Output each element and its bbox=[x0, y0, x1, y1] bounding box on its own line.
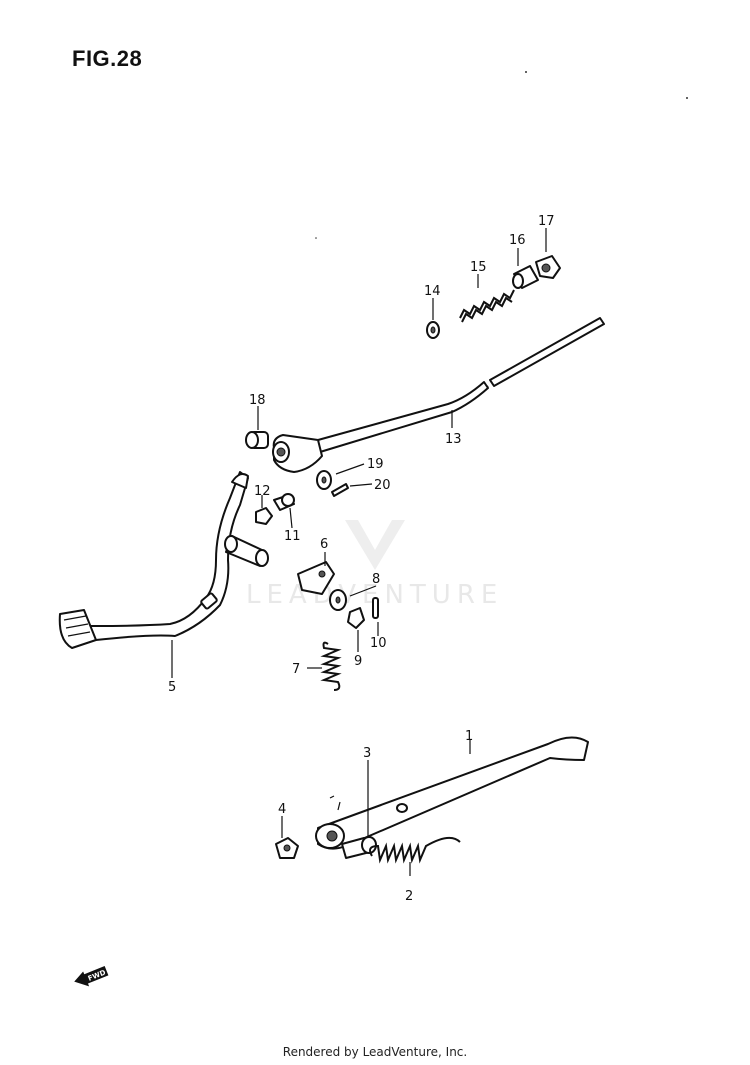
callout-5: 5 bbox=[168, 680, 176, 695]
part-4-nut bbox=[275, 837, 299, 859]
figure-title: FIG.28 bbox=[72, 46, 143, 71]
callout-7: 7 bbox=[292, 662, 300, 677]
part-3-bolt bbox=[329, 795, 377, 859]
part-2-spring bbox=[369, 836, 461, 864]
part-5-brake-pedal bbox=[58, 471, 269, 649]
part-11-bolt bbox=[273, 493, 295, 511]
part-7-spring bbox=[320, 641, 342, 691]
watermark-logo-icon bbox=[345, 520, 405, 570]
callout-10: 10 bbox=[370, 636, 387, 651]
callout-16: 16 bbox=[509, 233, 526, 248]
part-1-side-stand bbox=[315, 736, 589, 850]
callout-4: 4 bbox=[278, 802, 286, 817]
part-9-nut bbox=[347, 607, 365, 629]
part-18-pin bbox=[245, 431, 269, 449]
callout-19: 19 bbox=[367, 457, 384, 472]
part-19-washer bbox=[316, 470, 332, 490]
watermark-text: LEADVENTURE bbox=[246, 580, 504, 610]
callout-13: 13 bbox=[445, 432, 462, 447]
part-8-washer bbox=[329, 589, 347, 611]
callout-6: 6 bbox=[320, 537, 328, 552]
forward-arrow-label: FWD bbox=[87, 968, 107, 982]
callout-14: 14 bbox=[424, 284, 441, 299]
callout-20: 20 bbox=[374, 478, 391, 493]
part-16-joint bbox=[512, 265, 539, 289]
part-14-washer bbox=[426, 321, 440, 339]
callout-2: 2 bbox=[405, 889, 413, 904]
part-13-brake-rod bbox=[272, 317, 605, 473]
leader-lines bbox=[171, 228, 547, 876]
part-15-spring bbox=[459, 289, 515, 323]
forward-arrow-icon: FWD bbox=[74, 966, 109, 987]
callout-18: 18 bbox=[249, 393, 266, 408]
part-6-plate bbox=[297, 561, 335, 595]
callout-9: 9 bbox=[354, 654, 362, 669]
callout-3: 3 bbox=[363, 746, 371, 761]
callout-11: 11 bbox=[284, 529, 301, 544]
callout-8: 8 bbox=[372, 572, 380, 587]
callout-17: 17 bbox=[538, 214, 555, 229]
callout-12: 12 bbox=[254, 484, 271, 499]
footer-credit: Rendered by LeadVenture, Inc. bbox=[282, 1045, 468, 1059]
callout-1: 1 bbox=[465, 729, 473, 744]
part-12-nut bbox=[255, 507, 273, 525]
callout-15: 15 bbox=[470, 260, 487, 275]
part-10-pin bbox=[372, 597, 379, 619]
part-17-nut bbox=[535, 255, 561, 279]
part-20-cotter-pin bbox=[331, 483, 349, 497]
